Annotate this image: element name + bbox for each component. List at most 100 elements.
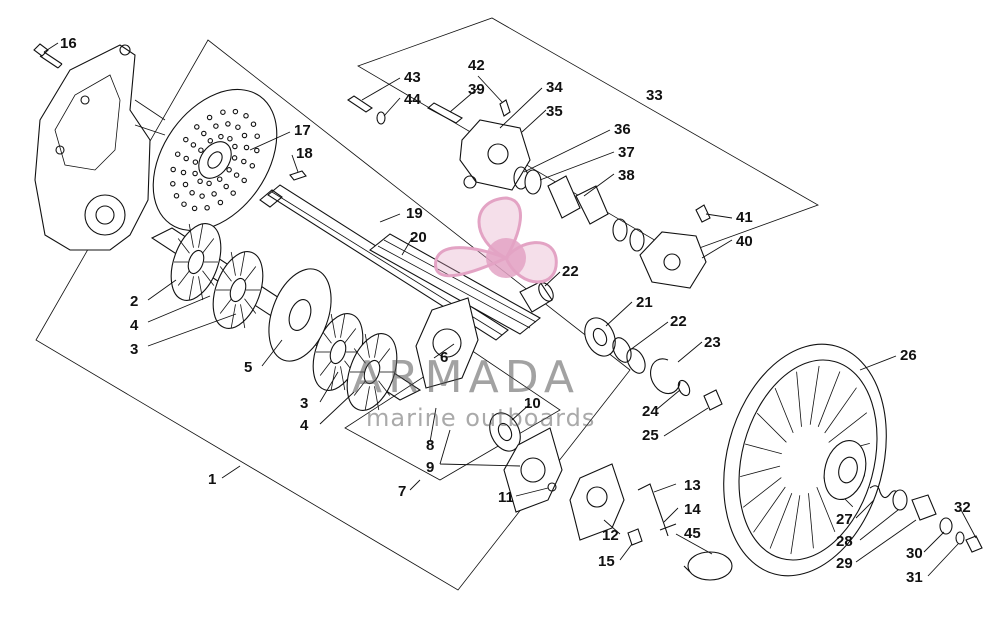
driven-clutch	[723, 343, 887, 577]
disc-hole	[191, 205, 198, 212]
disc-hole	[174, 151, 181, 157]
callout-12: 12	[602, 527, 619, 544]
callout-13: 13	[684, 477, 701, 494]
callout-9: 9	[426, 459, 434, 476]
clutch-vane	[808, 493, 814, 549]
caliper-washer	[376, 111, 386, 125]
chaincase-housing	[34, 44, 166, 251]
hose-clamp	[683, 551, 733, 581]
callout-4-right: 4	[300, 417, 309, 434]
callout-33: 33	[646, 87, 663, 104]
disc-hole	[227, 135, 233, 142]
disc-hole	[199, 193, 205, 199]
disc-hole	[216, 176, 223, 182]
disc-hole	[232, 143, 238, 150]
disc-hole	[231, 155, 238, 161]
callout-7: 7	[398, 483, 406, 500]
disc-hole	[183, 136, 189, 143]
callout-41: 41	[736, 209, 753, 226]
callout-29: 29	[836, 555, 853, 572]
disc-hole	[241, 158, 247, 165]
cup	[892, 489, 908, 511]
callout-32: 32	[954, 499, 971, 516]
callout-44: 44	[404, 91, 421, 108]
group-box-drive-shaft	[35, 39, 631, 591]
key	[289, 170, 307, 181]
callout-19: 19	[406, 205, 423, 222]
nut	[627, 528, 643, 546]
disc-hole	[201, 130, 207, 137]
disc-hole	[194, 124, 200, 130]
cap-screw	[965, 535, 983, 553]
disc-hole	[254, 147, 260, 154]
callout-36: 36	[614, 121, 631, 138]
disc-hole	[183, 155, 189, 162]
clutch-vane	[742, 477, 782, 508]
sleeve	[703, 389, 723, 411]
disc-hole	[204, 205, 210, 211]
disc-hole	[170, 181, 176, 187]
callout-34: 34	[546, 79, 563, 96]
clutch-vane	[796, 371, 802, 427]
callout-3-left: 3	[130, 341, 138, 358]
propeller-logo-icon	[434, 196, 558, 284]
callout-28: 28	[836, 533, 853, 550]
disc-hole	[226, 167, 232, 173]
disc-hole	[182, 181, 189, 188]
bearing-outer	[584, 317, 616, 357]
callout-27: 27	[836, 511, 853, 528]
clutch-vane	[824, 387, 857, 434]
piston	[524, 169, 542, 195]
callout-5: 5	[244, 359, 252, 376]
disc-hole	[243, 113, 249, 119]
disc-hole	[220, 109, 226, 115]
disc-hole	[235, 124, 241, 130]
callout-10: 10	[524, 395, 541, 412]
sprocket	[346, 333, 398, 411]
disc-hole	[223, 183, 229, 190]
bearing-flange-outer	[503, 427, 563, 513]
disc-hole	[181, 201, 187, 207]
callout-30: 30	[906, 545, 923, 562]
disc-hole	[250, 121, 257, 127]
watermark-brand: ARMADA	[352, 352, 580, 403]
callout-39: 39	[468, 81, 485, 98]
callout-3-right: 3	[300, 395, 308, 412]
clutch-vane	[740, 465, 781, 477]
disc-hole	[218, 133, 224, 140]
clutch-vane	[790, 495, 801, 555]
snap-ring	[650, 358, 681, 395]
callout-18: 18	[296, 145, 313, 162]
clutch-vane	[756, 412, 787, 443]
bearing-flange-inner	[415, 297, 479, 389]
disc-hole	[254, 133, 260, 139]
disc-hole	[241, 177, 247, 184]
bearing-inner	[489, 412, 521, 452]
disc-hole	[217, 199, 224, 206]
caliper-bolt	[347, 95, 373, 113]
clutch-vane	[769, 493, 793, 549]
washer	[677, 379, 691, 397]
disc-hole	[190, 142, 197, 148]
bleeder-screw	[499, 99, 511, 117]
callout-20: 20	[410, 229, 427, 246]
disc-hole	[241, 132, 248, 139]
callout-22-upper: 22	[562, 263, 579, 280]
callout-labels: 16 17 18 19 20 22 21 22 23 24 25 26 27 2…	[60, 35, 971, 586]
callout-26: 26	[900, 347, 917, 364]
disc-hole	[189, 190, 195, 196]
speed-sensor	[637, 483, 677, 537]
seal	[612, 218, 645, 252]
drive-sprocket-assembly	[150, 223, 422, 411]
disc-hole	[198, 147, 204, 153]
callout-4-left: 4	[130, 317, 139, 334]
callout-37: 37	[618, 144, 635, 161]
disc-hole	[249, 163, 256, 169]
disc-hole	[192, 159, 199, 165]
callout-45: 45	[684, 525, 701, 542]
disc-hole	[207, 138, 214, 144]
callout-40: 40	[736, 233, 753, 250]
disc-hole	[170, 166, 176, 173]
callout-24: 24	[642, 403, 659, 420]
